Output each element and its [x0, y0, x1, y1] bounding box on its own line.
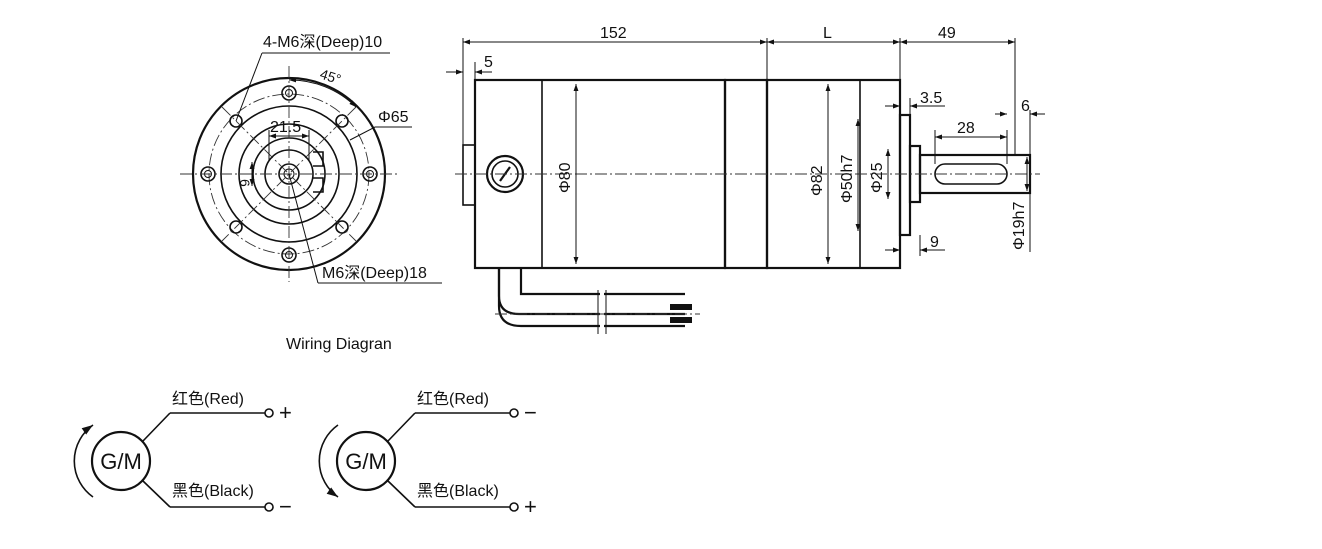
- front-view: 4-M6深(Deep)10 45° Φ65 21.5 6 M6深(Deep)18: [180, 33, 442, 284]
- wire-red-end: [670, 304, 692, 310]
- center-hole-label: M6深(Deep)18: [322, 264, 427, 282]
- wiring-diagram-2: G/M 红色(Red) 黑色(Black) − +: [318, 390, 537, 519]
- side-view: 152 L 49 5 3.5 6 28 9 Φ80 Φ82 Φ50h7 Φ25 …: [446, 25, 1045, 334]
- dia-gear: Φ82: [809, 165, 826, 196]
- wire-black-end: [670, 317, 692, 323]
- dim-L: L: [823, 25, 832, 42]
- top-sign: +: [279, 400, 292, 425]
- tapped-holes: [229, 114, 349, 234]
- holes-label: 4-M6深(Deep)10: [263, 33, 382, 51]
- bottom-sign: −: [279, 494, 292, 519]
- bottom-sign: +: [524, 494, 537, 519]
- center-hole: [278, 163, 300, 185]
- top-sign: −: [524, 400, 537, 425]
- key-width-label: 21.5: [270, 119, 301, 136]
- dim-step: 3.5: [920, 90, 942, 107]
- dim-pilot-length: 9: [930, 234, 939, 251]
- dia-pilot: Φ50h7: [839, 155, 856, 203]
- dim-flange-gap: 5: [484, 54, 493, 71]
- red-wire-label: 红色(Red): [172, 390, 244, 408]
- key-depth-label: 6: [237, 179, 253, 187]
- cable-upper: [497, 268, 685, 316]
- black-wire-label: 黑色(Black): [172, 482, 254, 500]
- pilot-ring: [238, 123, 340, 225]
- motor-label: G/M: [100, 449, 142, 474]
- key-tab-top: [313, 151, 324, 167]
- rear-cap: [462, 144, 476, 206]
- pilot-flange: [898, 113, 912, 237]
- pcd-label: Φ65: [378, 109, 409, 126]
- wiring-section: Wiring Diagran G/M 红色(Red) 黑色(Black) + −…: [73, 336, 537, 519]
- black-wire-label: 黑色(Black): [417, 482, 499, 500]
- motor-symbol: [90, 430, 152, 492]
- dim-key-length: 28: [957, 120, 975, 137]
- motor-label: G/M: [345, 449, 387, 474]
- red-wire-label: 红色(Red): [417, 390, 489, 408]
- dia-boss: Φ25: [869, 162, 886, 193]
- wiring-title: Wiring Diagran: [286, 336, 392, 353]
- dim-total: 152: [600, 25, 627, 42]
- angle-label: 45°: [318, 66, 343, 88]
- key-tab-bottom: [313, 177, 324, 193]
- dia-shaft: Φ19h7: [1011, 202, 1028, 250]
- dia-motor: Φ80: [557, 162, 574, 193]
- wiring-diagram-1: G/M 红色(Red) 黑色(Black) + −: [73, 390, 292, 519]
- dim-shaft-length: 49: [938, 25, 956, 42]
- motor-symbol: [335, 430, 397, 492]
- dim-key-offset: 6: [1021, 98, 1030, 115]
